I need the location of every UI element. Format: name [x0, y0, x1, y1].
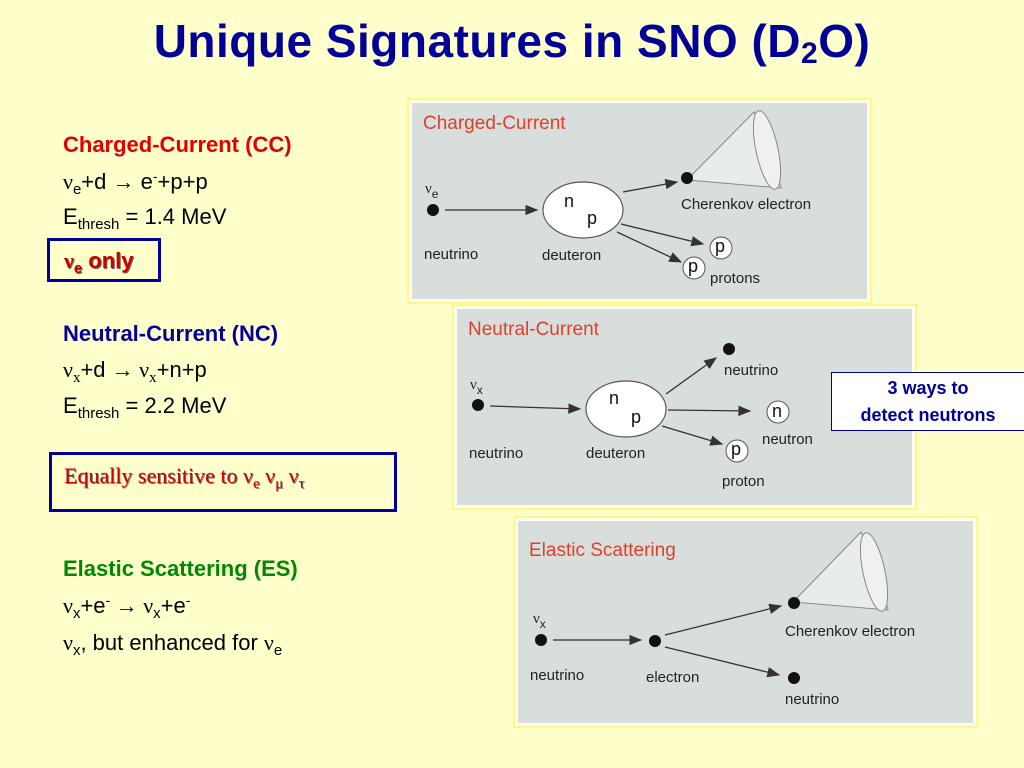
- nc-proton-circle: [725, 439, 749, 463]
- es-diagram-panel: Elastic Scattering νx neutrino electron …: [513, 516, 978, 728]
- detect-neutrons-callout: 3 ways to detect neutrons: [831, 372, 1024, 431]
- es-neutrino-out-dot: [788, 672, 800, 684]
- cc-nu-label: νe: [425, 181, 439, 201]
- electron-arrow: [622, 179, 679, 193]
- nc-neutrino-label: neutrino: [469, 445, 524, 462]
- es-neutrino-out-arrow: [664, 646, 781, 678]
- es-neutrino-dot: [535, 634, 547, 646]
- es-reaction: νx+e- → νx+e-: [63, 592, 191, 622]
- cc-protons-label: protons: [710, 270, 761, 287]
- nc-p-label: p: [631, 407, 642, 427]
- es-enhanced: νx, but enhanced for νe: [63, 630, 283, 659]
- es-diagram: [535, 531, 889, 684]
- nc-proton-arrow: [661, 425, 724, 446]
- cherenkov-cone-rim: [752, 110, 782, 190]
- nc-neutron-arrow: [667, 405, 752, 417]
- nue-only-text: νe only: [64, 248, 134, 277]
- nc-incoming-arrow: [489, 403, 582, 414]
- nc-neutron-label: neutron: [762, 431, 813, 448]
- cc-diagram: [427, 110, 782, 280]
- cc-n-label: n: [564, 191, 575, 211]
- cc-cherenkov-label: Cherenkov electron: [681, 196, 812, 213]
- electron-dot: [681, 172, 693, 184]
- es-cherenkov-label: Cherenkov electron: [785, 623, 916, 640]
- nc-proton-label: proton: [722, 473, 765, 490]
- nc-n-out-label: n: [772, 401, 783, 421]
- es-electron-label: electron: [646, 669, 700, 686]
- equally-sensitive-box: Equally sensitive to νe νμ ντ: [49, 452, 397, 512]
- cc-p1-label: p: [715, 236, 726, 256]
- cc-neutrino-label: neutrino: [424, 246, 479, 263]
- nc-n-label: n: [609, 388, 620, 408]
- es-electron-arrow: [664, 603, 783, 636]
- equally-sensitive-text: Equally sensitive to νe νμ ντ: [64, 463, 305, 492]
- es-diagram-background: [518, 521, 973, 723]
- cc-reaction: νe+d → e-+p+p: [63, 168, 208, 198]
- nc-heading: Neutral-Current (NC): [63, 321, 279, 346]
- deuteron-circle: [542, 181, 624, 239]
- nc-threshold: Ethresh = 2.2 MeV: [63, 393, 227, 422]
- nc-diagram-title: Neutral-Current: [468, 319, 599, 340]
- neutrino-dot: [427, 204, 439, 216]
- cc-diagram-panel: Charged-Current νe neutrino deuteron n p…: [407, 98, 872, 304]
- proton-circle-2: [682, 256, 706, 280]
- nc-neutrino-out-label: neutrino: [724, 362, 779, 379]
- proton-arrow-1: [620, 223, 705, 247]
- nc-deuteron-label: deuteron: [586, 445, 646, 462]
- callout-line-2: detect neutrons: [860, 405, 996, 425]
- es-nu-label: νx: [533, 611, 546, 631]
- cc-diagram-title: Charged-Current: [423, 113, 566, 134]
- page-title: Unique Signatures in SNO (D2O): [153, 15, 871, 70]
- nc-neutrino-dot: [472, 399, 484, 411]
- proton-arrow-2: [616, 231, 683, 263]
- es-neutrino-label: neutrino: [530, 667, 585, 684]
- cc-p-label: p: [587, 208, 598, 228]
- nc-reaction: νx+d → νx+n+p: [63, 357, 207, 386]
- es-electron-dot: [649, 635, 661, 647]
- cc-threshold: Ethresh = 1.4 MeV: [63, 204, 227, 233]
- nc-deuteron-circle: [585, 380, 667, 438]
- es-cherenkov-dot: [788, 597, 800, 609]
- es-cherenkov-cone-rim: [859, 532, 889, 612]
- cc-heading: Charged-Current (CC): [63, 132, 292, 157]
- es-neutrino-out-label: neutrino: [785, 691, 840, 708]
- nc-nu-label: νx: [470, 377, 483, 397]
- nc-neutron-circle: [766, 400, 790, 424]
- nc-diagram: [472, 343, 790, 463]
- cc-diagram-background: [412, 103, 867, 299]
- es-diagram-title: Elastic Scattering: [529, 540, 676, 561]
- nc-neutrino-out-dot: [723, 343, 735, 355]
- proton-circle-1: [709, 236, 733, 260]
- es-heading: Elastic Scattering (ES): [63, 556, 298, 581]
- nue-only-box: νe only: [47, 238, 161, 282]
- nc-neutrino-out-arrow: [665, 357, 718, 395]
- nc-p-out-label: p: [731, 439, 742, 459]
- nc-diagram-panel: Neutral-Current νx neutrino deuteron n p…: [452, 304, 917, 510]
- callout-line-1: 3 ways to: [887, 378, 969, 398]
- cc-p2-label: p: [688, 256, 699, 276]
- cc-deuteron-label: deuteron: [542, 247, 602, 264]
